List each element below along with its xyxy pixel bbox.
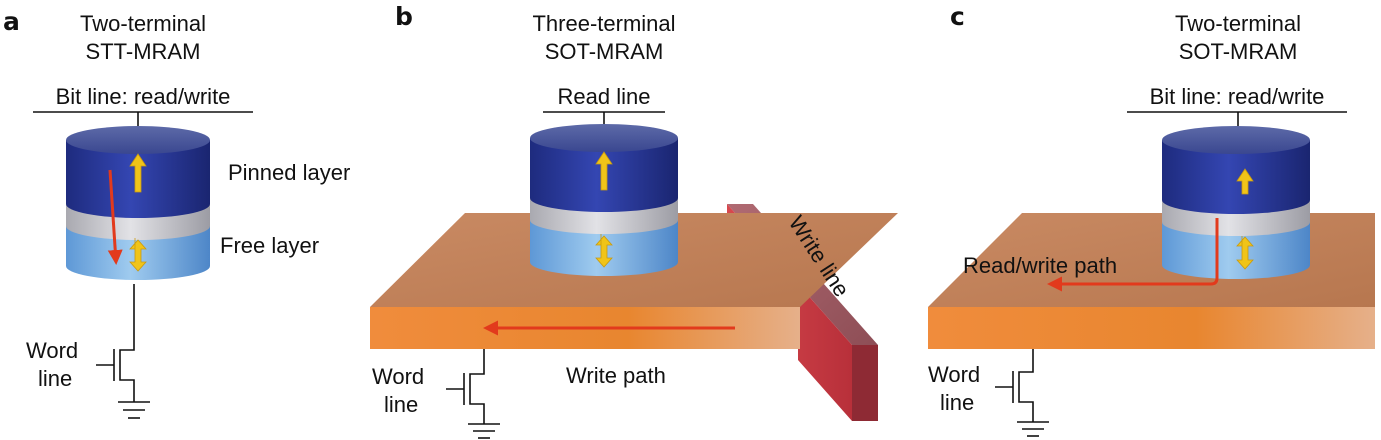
word-line-label-1: Word <box>372 364 424 389</box>
pinned-arrow <box>595 151 613 191</box>
pinned-layer <box>1162 140 1310 214</box>
word-line-label-2: line <box>38 366 72 391</box>
panel-title-line2: SOT-MRAM <box>1179 39 1298 64</box>
free-arrow <box>595 234 613 268</box>
panel-title-line1: Three-terminal <box>532 11 675 36</box>
read-line-label: Read line <box>558 84 651 109</box>
panel-a: a Two-terminal STT-MRAM Bit line: read/w… <box>3 7 350 419</box>
free-arrow <box>129 238 147 272</box>
panel-letter: b <box>395 2 413 31</box>
word-line-label-2: line <box>940 390 974 415</box>
panel-title-line2: STT-MRAM <box>86 39 201 64</box>
pinned-layer-label: Pinned layer <box>228 160 350 185</box>
write-path-label: Write path <box>566 363 666 388</box>
pillar-top <box>530 124 678 152</box>
free-arrow <box>1236 236 1254 270</box>
panel-letter: c <box>950 2 965 31</box>
pinned-arrow <box>1236 168 1254 195</box>
bit-line-label: Bit line: read/write <box>56 84 231 109</box>
free-layer-label: Free layer <box>220 233 319 258</box>
panel-title-line1: Two-terminal <box>80 11 206 36</box>
pillar-top <box>1162 126 1310 154</box>
pillar-top <box>66 126 210 154</box>
bit-line-label: Bit line: read/write <box>1150 84 1325 109</box>
word-line-label-1: Word <box>928 362 980 387</box>
read-write-path-label: Read/write path <box>963 253 1117 278</box>
access-transistor <box>446 349 500 439</box>
current-arrow <box>107 169 123 265</box>
word-line-label-1: Word <box>26 338 78 363</box>
free-layer <box>1162 222 1310 279</box>
panel-title-line2: SOT-MRAM <box>545 39 664 64</box>
mtj-pillar <box>66 126 210 280</box>
panel-b: b Three-terminal SOT-MRAM Read line Writ… <box>370 2 898 439</box>
mtj-pillar <box>530 124 678 276</box>
access-transistor <box>96 284 150 419</box>
pinned-arrow <box>129 153 147 193</box>
panel-title-line1: Two-terminal <box>1175 11 1301 36</box>
read-write-path-arrow <box>1047 218 1219 292</box>
panel-c: c Two-terminal SOT-MRAM Bit line: read/w… <box>928 2 1375 437</box>
access-transistor <box>995 349 1049 437</box>
panel-letter: a <box>3 7 20 36</box>
word-line-label-2: line <box>384 392 418 417</box>
mtj-pillar <box>1162 126 1310 279</box>
